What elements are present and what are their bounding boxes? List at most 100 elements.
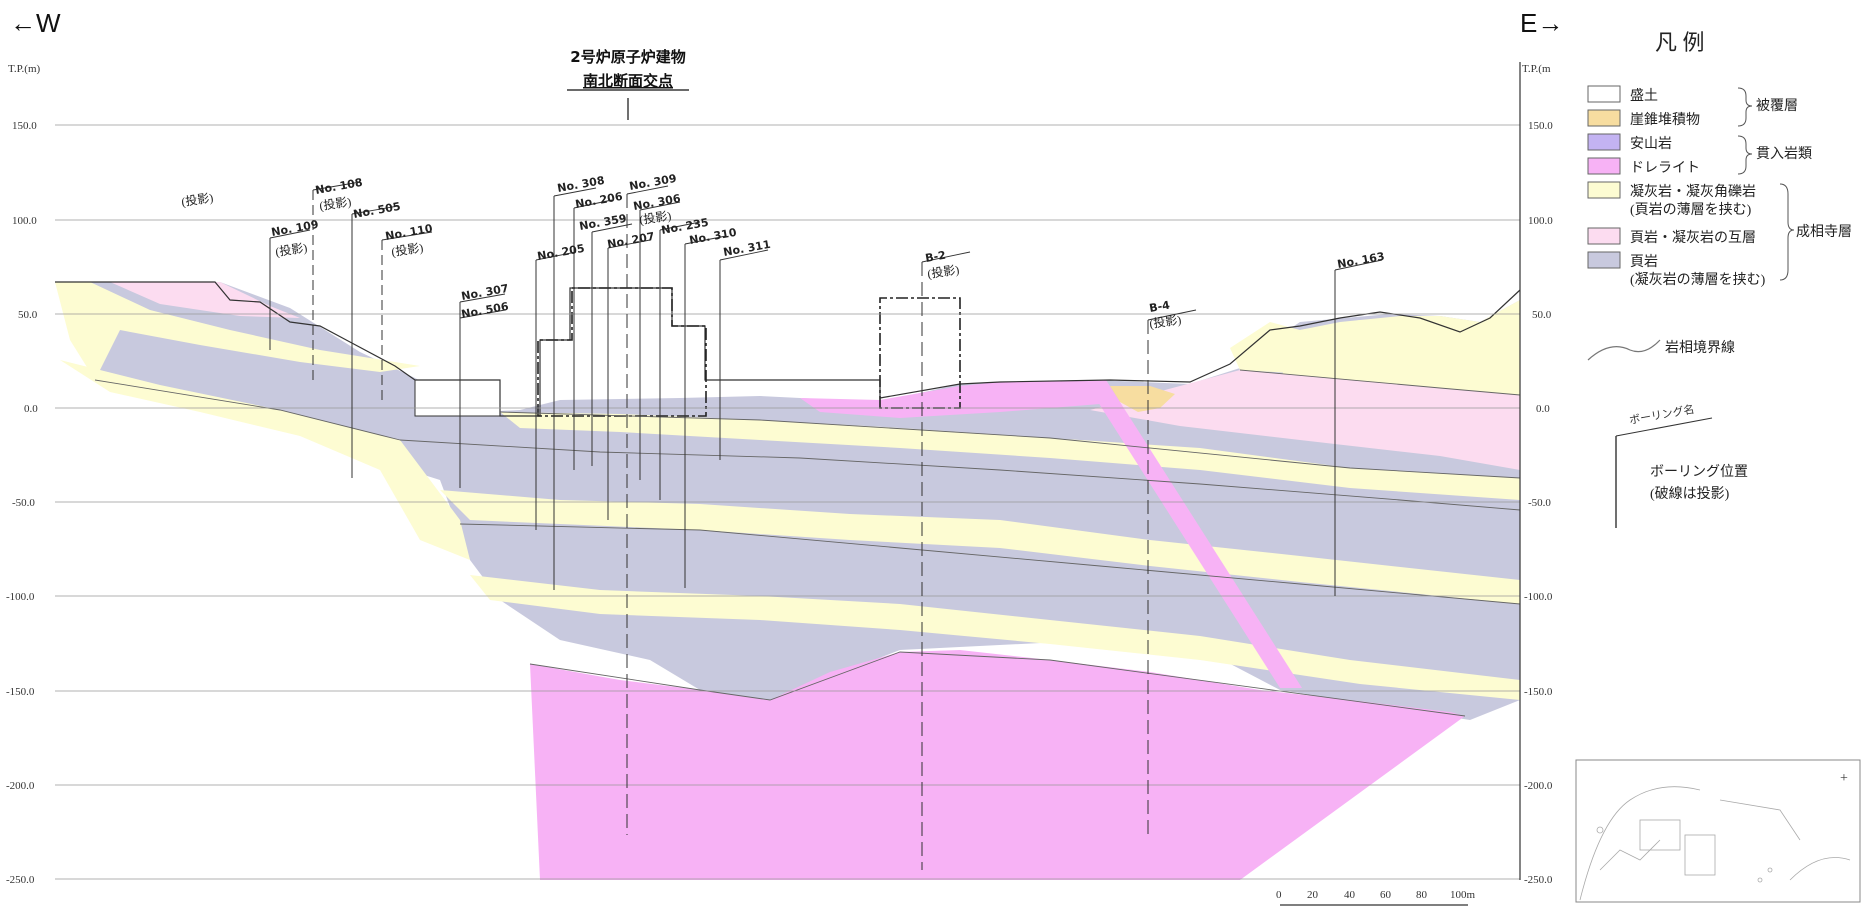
legend-group-label: 成相寺層: [1796, 224, 1852, 240]
tick-label: -100.0: [1524, 591, 1553, 603]
projection-note: (投影): [390, 240, 424, 259]
tuff-band-4: [470, 575, 1520, 700]
tick-label: -50.0: [1528, 497, 1551, 509]
talus-deposit: [1110, 386, 1175, 412]
scale-label: 80: [1416, 889, 1428, 901]
legend-label: ボーリング位置: [1650, 464, 1748, 480]
tick-label: 50.0: [1532, 309, 1552, 321]
legend-swatch-dolerite: [1587, 157, 1621, 175]
alternation-east: [1090, 370, 1520, 470]
legend-label: ドレライト: [1630, 161, 1700, 176]
dolerite-surface: [800, 380, 1106, 418]
legend-swatch-shale: [1587, 251, 1621, 269]
projection-note: (投影): [926, 262, 960, 281]
brace: [1779, 183, 1795, 281]
tick-label: -150.0: [6, 686, 35, 698]
tick-label: 50.0: [18, 309, 38, 321]
borehole-labels: (投影) No. 109 (投影) No. 108 (投影) No. 505 N…: [180, 172, 1385, 331]
legend-label: 盛土: [1630, 88, 1658, 104]
legend-label: (破線は投影): [1650, 486, 1730, 502]
tick-label: 150.0: [1528, 120, 1553, 132]
lithologic-boundaries: [94, 369, 1521, 717]
projection-note: (投影): [318, 194, 352, 213]
legend-swatch-alternation: [1587, 227, 1621, 245]
axis-unit-right: T.P.(m: [1522, 63, 1551, 75]
axis-ticks-right: 150.0 100.0 50.0 0.0 -50.0 -100.0 -150.0…: [1524, 120, 1553, 886]
tick-label: 0.0: [24, 403, 38, 415]
scale-label: 100m: [1450, 889, 1476, 901]
legend: 凡 例 盛土 崖錐堆積物 安山岩 ドレライト 凝灰岩・凝灰角礫岩 (頁岩の薄層を…: [1587, 30, 1852, 528]
brace: [1737, 135, 1753, 175]
brace: [1737, 87, 1753, 127]
dolerite-body: [530, 650, 1465, 880]
north-arrow-icon: +: [1840, 771, 1848, 786]
tick-label: -250.0: [6, 874, 35, 886]
legend-group-label: 被覆層: [1756, 98, 1798, 114]
tick-label: -50.0: [12, 497, 35, 509]
borehole-no206-label: No. 206: [574, 190, 624, 211]
tick-label: -200.0: [6, 780, 35, 792]
elevation-grid: [55, 124, 1520, 880]
projection-note: (投影): [1148, 312, 1182, 331]
fill-earth: [414, 379, 501, 417]
reactor-building-label: 2号炉原子炉建物: [570, 48, 685, 66]
borehole-no505-label: No. 505: [352, 200, 401, 221]
legend-sublabel: (頁岩の薄層を挟む): [1630, 202, 1752, 218]
legend-swatch-fill: [1587, 85, 1621, 103]
borehole-no311-label: No. 311: [722, 238, 771, 259]
scale-bar: 0 20 40 60 80 100m: [1276, 889, 1476, 906]
dolerite-dike: [1084, 380, 1302, 688]
tick-label: 0.0: [1536, 403, 1550, 415]
boring-name-underline: [1615, 417, 1713, 437]
scale-label: 20: [1307, 889, 1319, 901]
borehole-no506-label: No. 506: [460, 300, 510, 321]
tuff-east-top: [1230, 300, 1520, 394]
projection-note: (投影): [180, 190, 214, 209]
tuff-band-3: [440, 490, 1520, 604]
borehole-no205-label: No. 205: [536, 242, 585, 263]
borehole-no110-label: No. 110: [384, 222, 434, 243]
alternation-west: [110, 282, 300, 318]
tuff-band-1: [55, 282, 420, 380]
legend-label: 頁岩: [1630, 254, 1658, 270]
legend-title: 凡 例: [1655, 30, 1705, 55]
borehole-no108-label: No. 108: [314, 176, 363, 197]
tick-label: -200.0: [1524, 780, 1553, 792]
borehole-no109-label: No. 109: [270, 218, 319, 239]
geology-layers: [55, 281, 1521, 880]
legend-swatch-andesite: [1587, 133, 1621, 151]
borehole-b2-label: B-2: [924, 249, 947, 265]
boreholes: [269, 98, 1336, 870]
tick-label: -100.0: [6, 591, 35, 603]
legend-label: 崖錐堆積物: [1630, 112, 1700, 128]
legend-label: 凝灰岩・凝灰角礫岩: [1630, 184, 1756, 200]
legend-swatch-tuff: [1587, 181, 1621, 199]
lithologic-boundary-symbol: [1587, 339, 1661, 361]
tick-label: -150.0: [1524, 686, 1553, 698]
section-intersection-label: 南北断面交点: [583, 72, 673, 90]
borehole-label-underlines: [269, 181, 1383, 321]
east-direction-label: E→: [1520, 8, 1563, 38]
borehole-no308-label: No. 308: [556, 174, 605, 195]
scale-label: 60: [1380, 889, 1392, 901]
tuff-band-5: [60, 360, 470, 560]
legend-label: 岩相境界線: [1665, 340, 1735, 356]
tick-label: 100.0: [12, 215, 37, 227]
borehole-no207-label: No. 207: [606, 230, 655, 251]
legend-label: 頁岩・凝灰岩の互層: [1630, 230, 1756, 246]
west-direction-label: ←W: [10, 8, 61, 38]
reactor-building-outline: [537, 287, 707, 417]
borehole-b4-label: B-4: [1148, 299, 1171, 315]
projection-note: (投影): [638, 208, 672, 227]
tick-label: 150.0: [12, 120, 37, 132]
axis-unit-left: T.P.(m): [8, 63, 41, 75]
borehole-no309-label: No. 309: [628, 172, 677, 193]
axis-ticks-left: 150.0 100.0 50.0 0.0 -50.0 -100.0 -150.0…: [6, 120, 38, 886]
scale-label: 0: [1276, 889, 1282, 901]
borehole-no163-label: No. 163: [1336, 250, 1385, 271]
tick-label: -250.0: [1524, 874, 1553, 886]
scale-label: 40: [1344, 889, 1356, 901]
legend-label: 安山岩: [1630, 136, 1672, 152]
legend-swatch-talus: [1587, 109, 1621, 127]
